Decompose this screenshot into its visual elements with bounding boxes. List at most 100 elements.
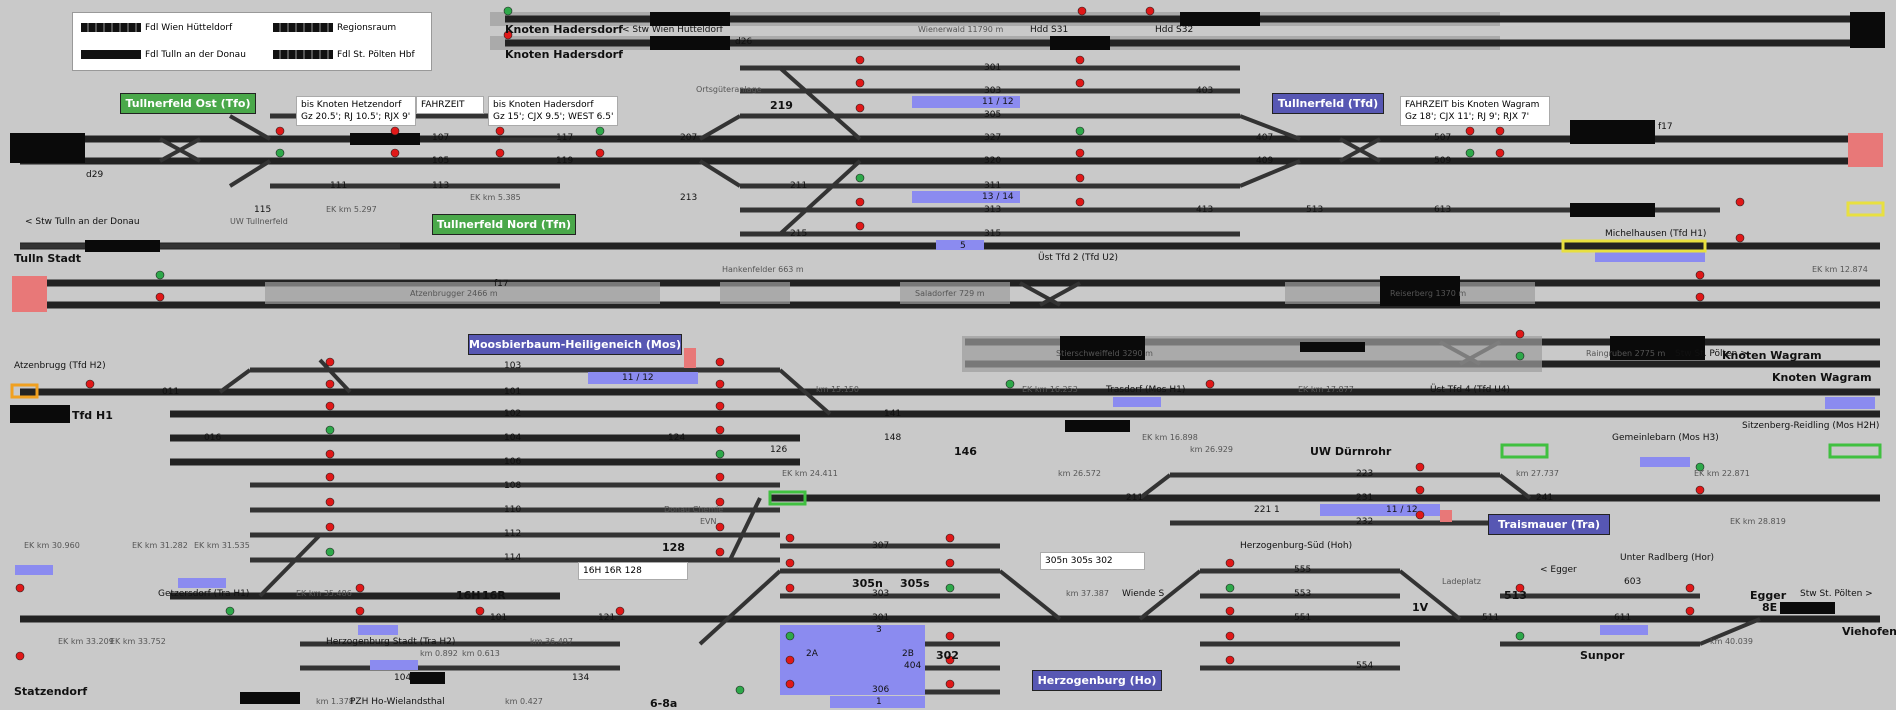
signal-lamp[interactable] xyxy=(15,583,25,593)
signal-lamp[interactable] xyxy=(275,148,285,158)
signal-513[interactable]: 513 xyxy=(1504,589,1527,602)
egger-link[interactable]: < Egger xyxy=(1540,565,1577,575)
track-number[interactable]: 213 xyxy=(680,193,698,203)
track-number[interactable]: 114 xyxy=(504,553,522,563)
station-mos[interactable]: Moosbierbaum-Heiligeneich (Mos) xyxy=(468,334,682,355)
pzh-label[interactable]: PZH Ho-Wielandsthal xyxy=(350,697,445,707)
signal-lamp[interactable] xyxy=(1515,631,1525,641)
signal-305n[interactable]: 305n xyxy=(852,577,883,590)
ust-tfd2-label[interactable]: Üst Tfd 2 (Tfd U2) xyxy=(1038,253,1119,263)
signal-lamp[interactable] xyxy=(325,449,335,459)
signal-lamp[interactable] xyxy=(15,651,25,661)
track-number[interactable]: 301 xyxy=(872,613,890,623)
station-tfd[interactable]: Tullnerfeld (Tfd) xyxy=(1272,93,1384,114)
track-number[interactable]: 303 xyxy=(872,589,890,599)
track-number[interactable]: 011 xyxy=(162,387,180,397)
stw-poelten-label[interactable]: Stw St. Pölten > xyxy=(1800,589,1873,599)
signal-1v[interactable]: 1V xyxy=(1412,601,1429,614)
track-number[interactable]: 513 xyxy=(1306,205,1324,215)
herzogenburg-sued-label[interactable]: Herzogenburg-Süd (Hoh) xyxy=(1240,541,1353,551)
trasdorf-label[interactable]: Trasdorf (Mos H1) xyxy=(1106,385,1186,395)
track-number[interactable]: 301 xyxy=(984,63,1002,73)
statzendorf-label[interactable]: Statzendorf xyxy=(14,685,88,698)
track-128[interactable]: 128 xyxy=(662,541,685,554)
signal-lamp[interactable] xyxy=(855,173,865,183)
track-number[interactable]: 241 xyxy=(1536,493,1554,503)
station-tfn[interactable]: Tullnerfeld Nord (Tfn) xyxy=(432,214,576,235)
tfd-h1-label[interactable]: Tfd H1 xyxy=(72,409,113,422)
track-number[interactable]: 101 xyxy=(504,387,522,397)
signal-lamp[interactable] xyxy=(785,533,795,543)
signal-lamp[interactable] xyxy=(945,679,955,689)
signal-lamp[interactable] xyxy=(855,55,865,65)
signal-lamp[interactable] xyxy=(325,379,335,389)
station-tfo[interactable]: Tullnerfeld Ost (Tfo) xyxy=(120,93,256,114)
track-number[interactable]: 555 xyxy=(1294,565,1312,575)
egger-label[interactable]: Egger xyxy=(1750,589,1787,602)
signal-16h[interactable]: 16H xyxy=(456,589,481,602)
signal-lamp[interactable] xyxy=(1415,462,1425,472)
track-number[interactable]: 231 xyxy=(1356,493,1374,503)
signal-lamp[interactable] xyxy=(945,583,955,593)
station-tra[interactable]: Traismauer (Tra) xyxy=(1488,514,1610,535)
michelhausen-label[interactable]: Michelhausen (Tfd H1) xyxy=(1605,229,1707,239)
signal-lamp[interactable] xyxy=(735,685,745,695)
signal-lamp[interactable] xyxy=(503,6,513,16)
signal-lamp[interactable] xyxy=(1225,631,1235,641)
track-number[interactable]: 404 xyxy=(904,661,922,671)
track-number[interactable]: 511 xyxy=(1482,613,1500,623)
sunpor-label[interactable]: Sunpor xyxy=(1580,649,1625,662)
track-number[interactable]: 315 xyxy=(984,229,1002,239)
track-number[interactable]: 311 xyxy=(984,181,1002,191)
signal-lamp[interactable] xyxy=(785,655,795,665)
track-number[interactable]: 223 xyxy=(1356,469,1374,479)
signal-lamp[interactable] xyxy=(1515,583,1525,593)
signal-lamp[interactable] xyxy=(615,606,625,616)
signal-lamp[interactable] xyxy=(390,126,400,136)
track-number[interactable]: 102 xyxy=(504,409,522,419)
track-number[interactable]: 112 xyxy=(504,529,522,539)
track-number[interactable]: 507 xyxy=(1434,133,1452,143)
signal-lamp[interactable] xyxy=(1005,379,1015,389)
signal-lamp[interactable] xyxy=(1735,197,1745,207)
signal-305s[interactable]: 305s xyxy=(900,577,930,590)
track-number[interactable]: 303 xyxy=(984,86,1002,96)
unter-radlberg-label[interactable]: Unter Radlberg (Hor) xyxy=(1620,553,1715,563)
knoten-hadersdorf-label[interactable]: Knoten Hadersdorf xyxy=(505,23,623,36)
signal-lamp[interactable] xyxy=(495,148,505,158)
signal-lamp[interactable] xyxy=(1075,55,1085,65)
signal-lamp[interactable] xyxy=(1695,292,1705,302)
signal-lamp[interactable] xyxy=(785,679,795,689)
signal-lamp[interactable] xyxy=(1205,379,1215,389)
track-number[interactable]: 121 xyxy=(598,613,616,623)
atzenbrugg-label[interactable]: Atzenbrugg (Tfd H2) xyxy=(14,361,106,371)
signal-lamp[interactable] xyxy=(390,148,400,158)
signal-lamp[interactable] xyxy=(85,379,95,389)
viehofen-label[interactable]: Viehofen xyxy=(1842,625,1896,638)
signal-lamp[interactable] xyxy=(855,78,865,88)
signal-lamp[interactable] xyxy=(1075,78,1085,88)
signal-lamp[interactable] xyxy=(1075,148,1085,158)
signal-lamp[interactable] xyxy=(595,126,605,136)
track-number[interactable]: 211 xyxy=(1126,493,1144,503)
track-number[interactable]: 111 xyxy=(330,181,348,191)
gemeinlebarn-label[interactable]: Gemeinlebarn (Mos H3) xyxy=(1612,433,1719,443)
track-number[interactable]: 113 xyxy=(432,181,450,191)
signal-lamp[interactable] xyxy=(1515,351,1525,361)
signal-lamp[interactable] xyxy=(715,472,725,482)
signal-lamp[interactable] xyxy=(325,472,335,482)
uw-duernrohr-label[interactable]: UW Dürnrohr xyxy=(1310,445,1392,458)
signal-lamp[interactable] xyxy=(785,583,795,593)
track-number[interactable]: 110 xyxy=(504,505,522,515)
track-number[interactable]: 320 xyxy=(984,156,1002,166)
track-number[interactable]: 107 xyxy=(432,133,450,143)
signal-lamp[interactable] xyxy=(715,547,725,557)
stw-tulln-label[interactable]: < Stw Tulln an der Donau xyxy=(25,217,140,227)
signal-lamp[interactable] xyxy=(785,558,795,568)
signal-lamp[interactable] xyxy=(1695,485,1705,495)
signal-lamp[interactable] xyxy=(1077,6,1087,16)
track-number[interactable]: 105 xyxy=(432,156,450,166)
track-number[interactable]: 307 xyxy=(872,541,890,551)
track-number[interactable]: 327 xyxy=(984,133,1002,143)
signal-lamp[interactable] xyxy=(945,655,955,665)
